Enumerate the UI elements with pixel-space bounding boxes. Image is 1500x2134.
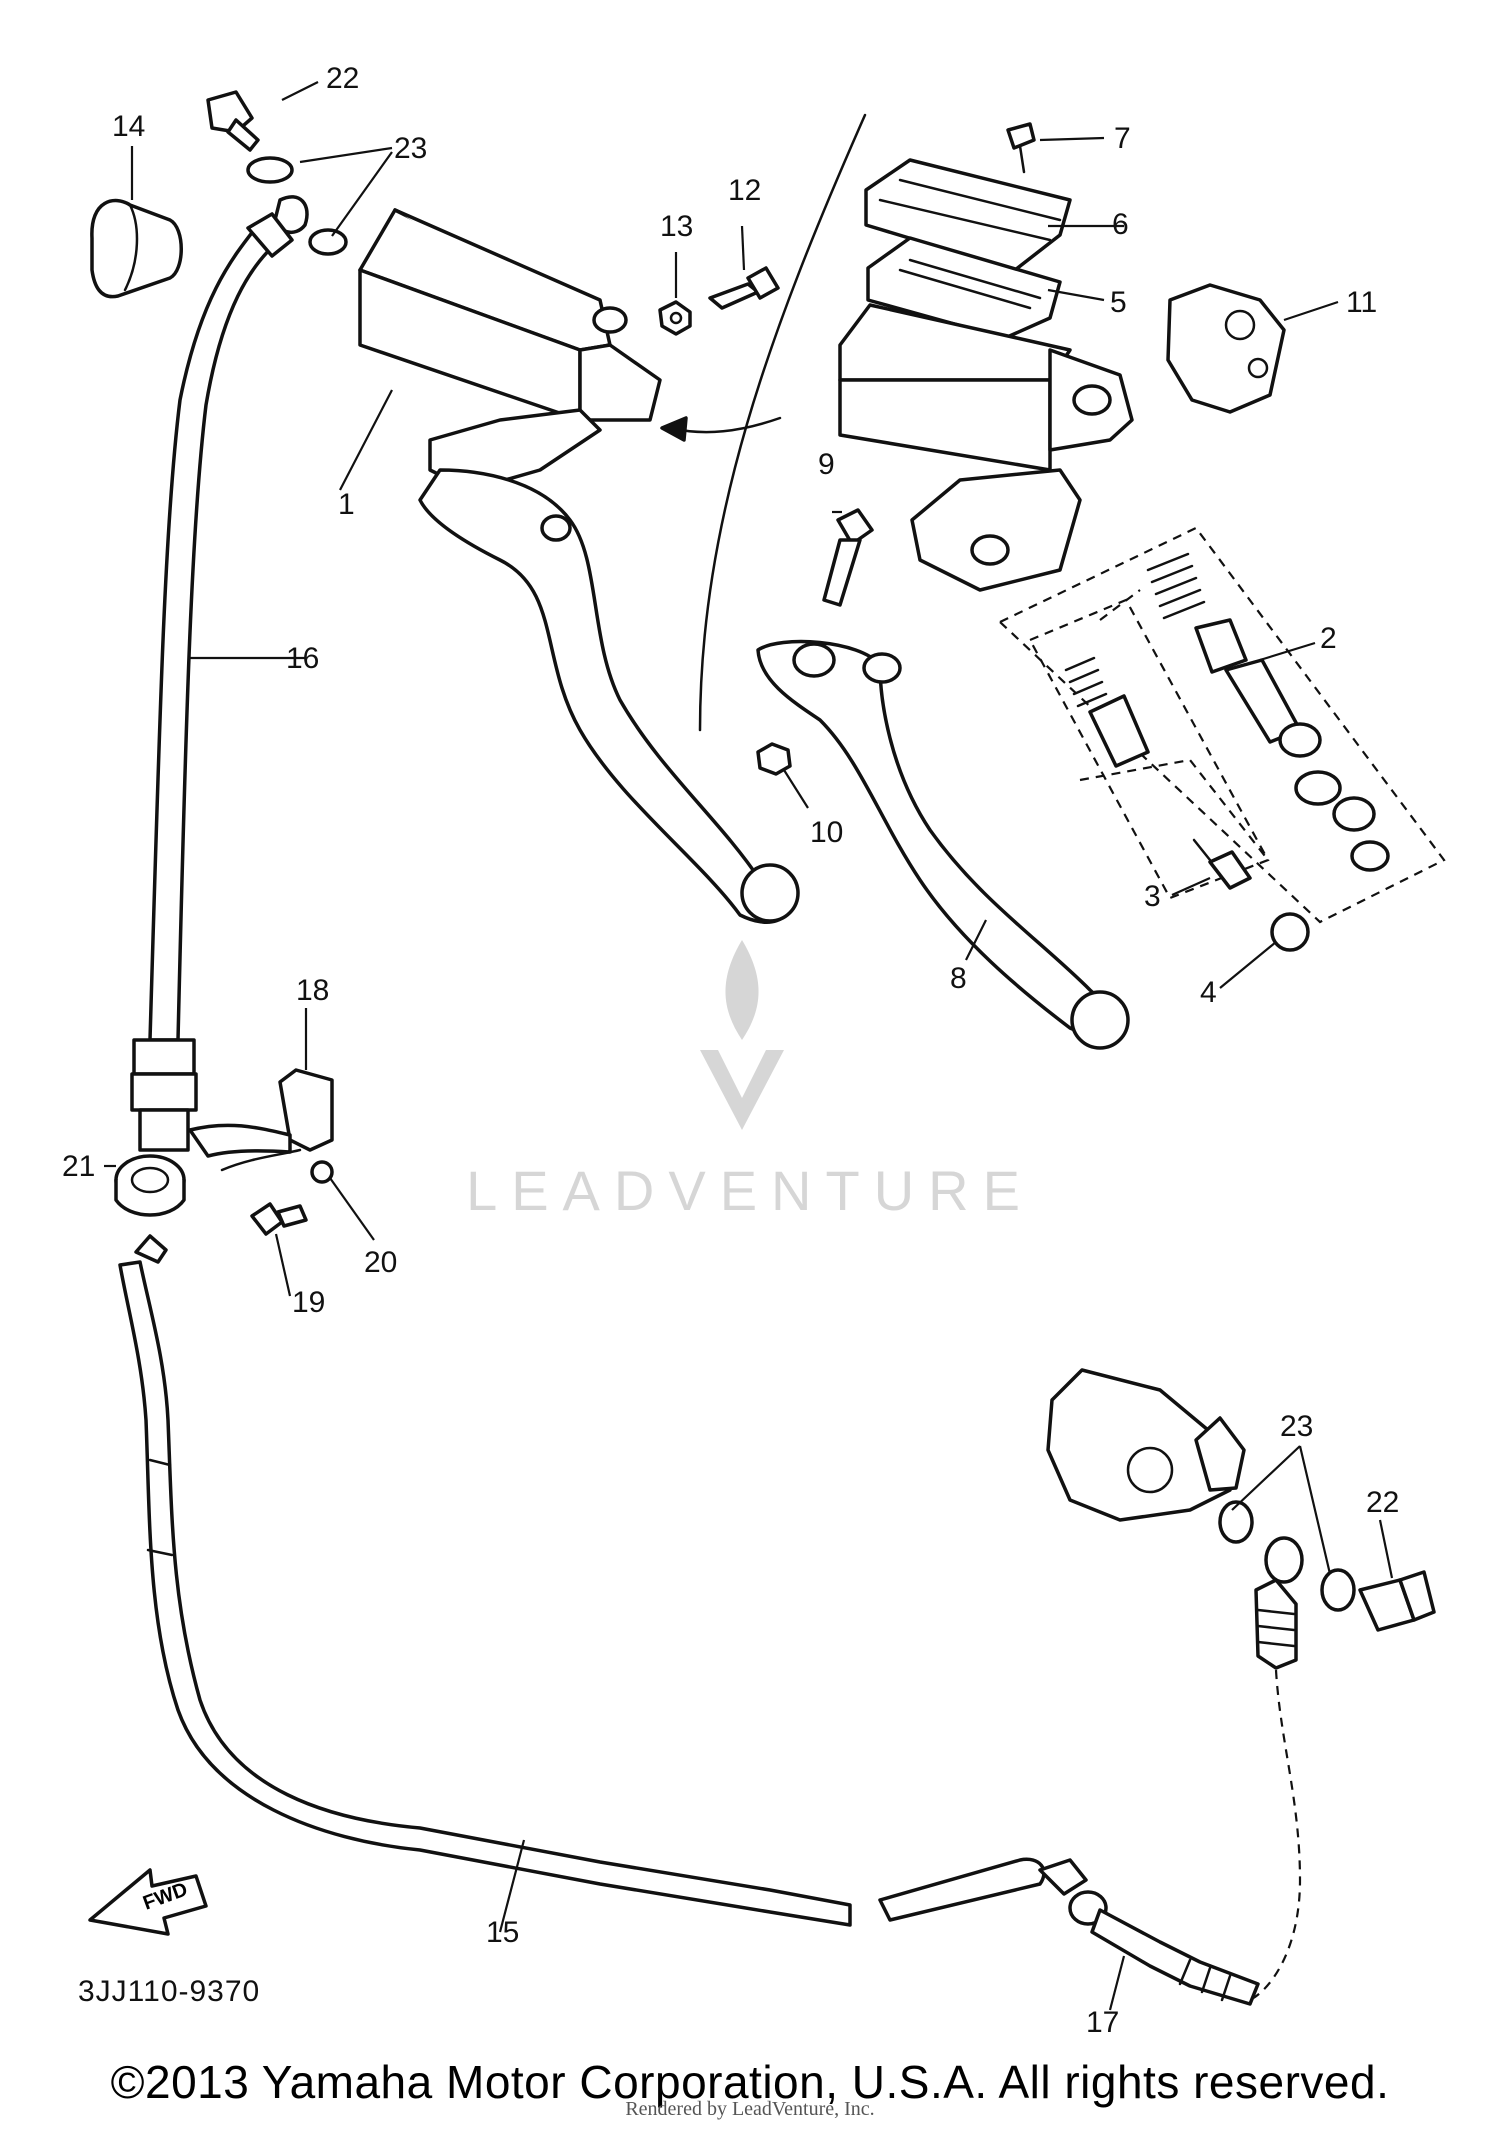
callout-13: 13 xyxy=(660,210,693,243)
callout-12: 12 xyxy=(728,174,761,207)
callout-16: 16 xyxy=(286,642,319,675)
callout-14: 14 xyxy=(112,110,145,143)
part-23-washers-bottom xyxy=(1218,1500,1356,1612)
callout-labels: 22 23 14 12 13 7 6 5 11 1 9 2 10 3 8 4 1… xyxy=(62,62,1399,2039)
watermark-brand-text: LEADVENTURE xyxy=(466,1159,1034,1222)
callout-10: 10 xyxy=(810,816,843,849)
caliper-assembly xyxy=(1046,1368,1246,1522)
part-9-bolt xyxy=(822,508,874,607)
part-4-boot xyxy=(1270,912,1310,952)
callout-9: 9 xyxy=(818,448,835,481)
callout-22-bottom: 22 xyxy=(1366,1486,1399,1519)
callout-8: 8 xyxy=(950,962,967,995)
callout-1: 1 xyxy=(338,488,355,521)
direction-arrow xyxy=(660,416,782,442)
part-3-pushrod xyxy=(1192,838,1252,890)
part-16-brake-hose xyxy=(130,212,294,1152)
part-12-bolt xyxy=(708,266,780,310)
part-1-lever xyxy=(418,468,800,924)
callout-15: 15 xyxy=(486,1916,519,1949)
callout-5: 5 xyxy=(1110,286,1127,319)
part-10-nut xyxy=(756,742,792,776)
part-20-nut xyxy=(310,1160,334,1184)
banjo-fitting xyxy=(1249,1578,1302,2001)
part-2-piston-kit xyxy=(998,526,1446,924)
rendered-by-credit: Rendered by LeadVenture, Inc. xyxy=(625,2098,875,2120)
part-21-grommet xyxy=(114,1154,186,1217)
part-18-bracket xyxy=(188,1068,334,1172)
callout-2: 2 xyxy=(1320,622,1337,655)
callout-18: 18 xyxy=(296,974,329,1007)
callout-21: 21 xyxy=(62,1150,95,1183)
part-6-reservoir-cap xyxy=(864,158,1072,272)
master-cylinder-right xyxy=(838,303,1134,592)
spring-small xyxy=(1064,656,1108,708)
part-23-washers-top xyxy=(246,156,348,256)
part-17-fitting xyxy=(1038,1858,1260,2006)
part-7-screw xyxy=(1006,122,1036,174)
callout-6: 6 xyxy=(1112,208,1129,241)
callout-20: 20 xyxy=(364,1246,397,1279)
part-19-bolt xyxy=(250,1202,308,1236)
callout-3: 3 xyxy=(1144,880,1161,913)
part-8-lever xyxy=(756,639,1130,1050)
part-22-bolt-top xyxy=(206,90,260,152)
callout-17: 17 xyxy=(1086,2006,1119,2039)
part-15-lower-hose xyxy=(118,1234,1046,1927)
callout-23-bottom: 23 xyxy=(1280,1410,1313,1443)
diagram-code: 3JJ110-9370 xyxy=(78,1975,261,2008)
group-separator-line xyxy=(698,113,867,732)
copyright-footer: ©2013 Yamaha Motor Corporation, U.S.A. A… xyxy=(110,2056,1390,2108)
spring-large xyxy=(1146,552,1206,620)
part-13-nut xyxy=(658,300,692,336)
callout-11: 11 xyxy=(1346,286,1377,319)
part-5-diaphragm xyxy=(866,236,1062,340)
callout-19: 19 xyxy=(292,1286,325,1319)
callout-22-top: 22 xyxy=(326,62,359,95)
callout-23-top: 23 xyxy=(394,132,427,165)
leadventure-watermark-logo xyxy=(700,940,784,1130)
callout-4: 4 xyxy=(1200,976,1217,1009)
part-22-bolt-bottom xyxy=(1358,1570,1436,1632)
leader-lines xyxy=(104,81,1394,2011)
part-14-cap xyxy=(90,198,183,299)
callout-7: 7 xyxy=(1114,122,1131,155)
part-11-switch xyxy=(1166,283,1286,414)
forward-arrow-icon: FWD xyxy=(88,1868,208,1936)
